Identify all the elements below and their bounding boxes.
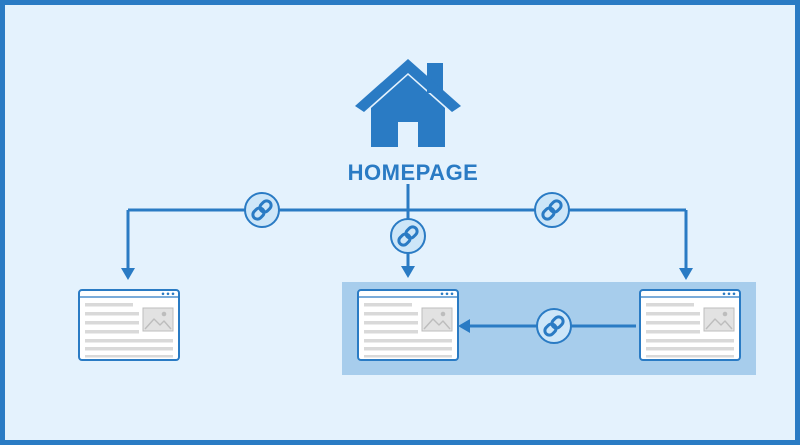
webpage-left	[78, 289, 180, 361]
arrow-to-right-page	[679, 268, 693, 280]
house-icon	[355, 59, 461, 147]
arrow-to-center-page	[401, 266, 415, 278]
homepage-label: HOMEPAGE	[347, 160, 479, 185]
link-icon	[389, 217, 427, 255]
arrow-to-left-page	[121, 268, 135, 280]
arrowheads	[121, 266, 693, 333]
link-icon	[535, 307, 573, 345]
link-icon	[243, 191, 281, 229]
webpage-center	[357, 289, 459, 361]
arrow-right-to-center-page	[458, 319, 470, 333]
webpage-right	[639, 289, 741, 361]
link-icon	[533, 191, 571, 229]
